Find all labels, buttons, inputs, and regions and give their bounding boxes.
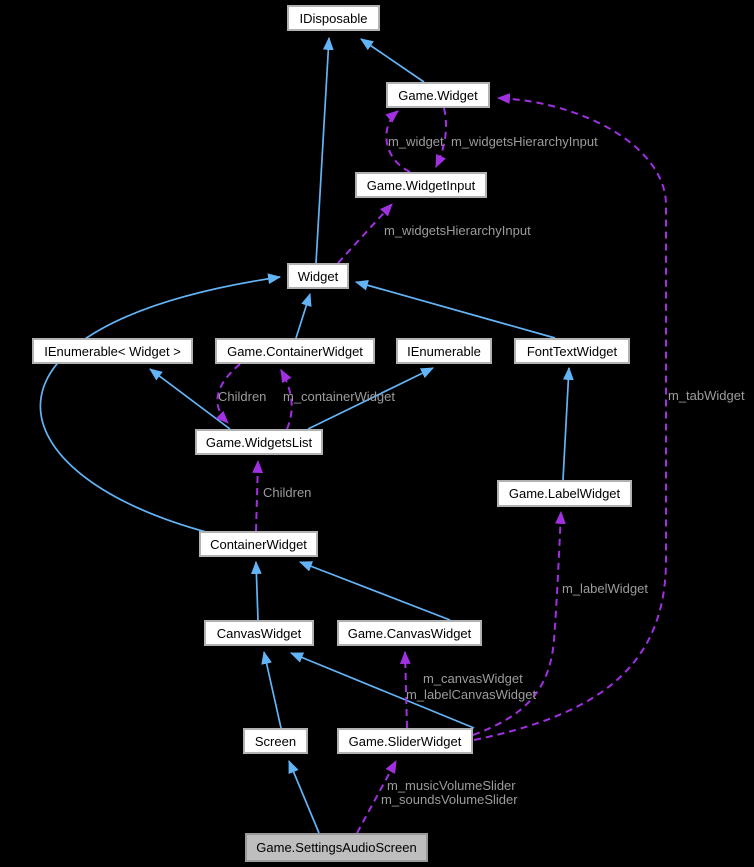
edge-gamewidget-to-idisposable xyxy=(360,38,425,83)
edge-widget-to-idisposable xyxy=(315,36,334,264)
edge-label-m-widget: m_widget xyxy=(388,134,444,149)
edge-settingsaudioscreen-volumesliders xyxy=(356,760,397,834)
node-label: Game.ContainerWidget xyxy=(227,343,363,359)
edge-label-m-musicvolumeslider: m_musicVolumeSlider xyxy=(387,778,516,793)
node-game-widgetinput[interactable]: Game.WidgetInput xyxy=(355,172,487,198)
node-game-containerwidget[interactable]: Game.ContainerWidget xyxy=(215,338,375,364)
node-game-canvaswidget[interactable]: Game.CanvasWidget xyxy=(337,620,482,646)
edge-screen-to-canvaswidget xyxy=(261,650,282,729)
edge-label-m-labelwidget: m_labelWidget xyxy=(562,581,648,596)
node-game-sliderwidget[interactable]: Game.SliderWidget xyxy=(337,728,473,754)
edge-labelwidget-to-fonttextwidget xyxy=(562,366,574,481)
node-label: Game.LabelWidget xyxy=(508,486,621,501)
edge-gamecontainerwidget-to-widget xyxy=(295,292,312,339)
edge-containerwidget-children xyxy=(252,459,264,532)
node-label: Game.Widget xyxy=(398,87,478,103)
node-label: Game.CanvasWidget xyxy=(347,625,472,641)
node-label: IEnumerable xyxy=(407,343,481,359)
node-label: IEnumerable< Widget > xyxy=(44,343,181,359)
edge-containerwidget-to-widget xyxy=(39,273,282,534)
edge-widget-m-widgetshierarchyinput xyxy=(337,203,393,264)
edge-label-children-lower: Children xyxy=(263,485,312,500)
node-label: Game.WidgetsList xyxy=(205,434,313,450)
edge-label-m-widgetshierarchyinput: m_widgetsHierarchyInput xyxy=(451,134,598,149)
edge-gamecontainerwidget-children xyxy=(215,363,241,424)
node-label: Game.WidgetInput xyxy=(366,177,476,193)
node-screen[interactable]: Screen xyxy=(243,728,308,754)
edge-gamewidget-m-widgetshierarchyinput xyxy=(435,107,447,168)
node-containerwidget[interactable]: ContainerWidget xyxy=(199,531,318,557)
node-idisposable[interactable]: IDisposable xyxy=(287,5,380,31)
edge-label-m-tabwidget: m_tabWidget xyxy=(668,388,745,403)
node-label: Widget xyxy=(297,268,339,284)
edge-widgetslist-to-ienumerable xyxy=(307,367,434,430)
edge-sliderwidget-m-canvaswidget xyxy=(399,650,411,729)
node-fonttextwidget[interactable]: FontTextWidget xyxy=(514,338,630,364)
node-label: ContainerWidget xyxy=(210,536,307,552)
node-game-widgetslist[interactable]: Game.WidgetsList xyxy=(195,429,323,455)
node-label: IDisposable xyxy=(299,10,368,26)
node-canvaswidget[interactable]: CanvasWidget xyxy=(204,620,314,646)
node-game-labelwidget[interactable]: Game.LabelWidget xyxy=(497,480,632,507)
node-widget[interactable]: Widget xyxy=(287,263,349,289)
node-label: Game.SliderWidget xyxy=(348,733,462,749)
edge-fonttextwidget-to-widget xyxy=(354,280,556,339)
node-label: Screen xyxy=(254,733,297,749)
node-game-settingsaudioscreen[interactable]: Game.SettingsAudioScreen xyxy=(245,833,428,862)
edge-widgetslist-m-containerwidget xyxy=(280,369,293,430)
edge-sliderwidget-m-labelwidget xyxy=(472,510,566,736)
node-game-widget[interactable]: Game.Widget xyxy=(386,82,490,108)
edge-sliderwidget-m-tabwidget xyxy=(473,93,668,741)
edge-label-m-labelcanvaswidget: m_labelCanvasWidget xyxy=(406,687,537,702)
edge-gamecanvaswidget-to-containerwidget xyxy=(298,561,451,621)
edge-canvaswidget-to-containerwidget xyxy=(250,560,262,621)
edge-widgetinput-m-widget xyxy=(385,110,411,173)
edge-settingsaudioscreen-to-screen xyxy=(288,760,320,834)
node-label: Game.SettingsAudioScreen xyxy=(256,840,417,855)
edge-label-m-canvaswidget: m_canvasWidget xyxy=(423,671,523,686)
edge-label-m-containerwidget: m_containerWidget xyxy=(283,389,395,404)
edge-label-m-widgetshierarchyinput-2: m_widgetsHierarchyInput xyxy=(384,223,531,238)
edge-label-m-soundsvolumeslider: m_soundsVolumeSlider xyxy=(381,792,518,807)
node-label: FontTextWidget xyxy=(526,343,618,359)
node-label: CanvasWidget xyxy=(216,625,302,641)
node-ienumerable[interactable]: IEnumerable xyxy=(396,338,492,364)
edge-sliderwidget-to-canvaswidget xyxy=(289,652,475,729)
edge-label-children-upper: Children xyxy=(218,389,267,404)
node-ienumerable-widget[interactable]: IEnumerable< Widget > xyxy=(32,338,193,364)
